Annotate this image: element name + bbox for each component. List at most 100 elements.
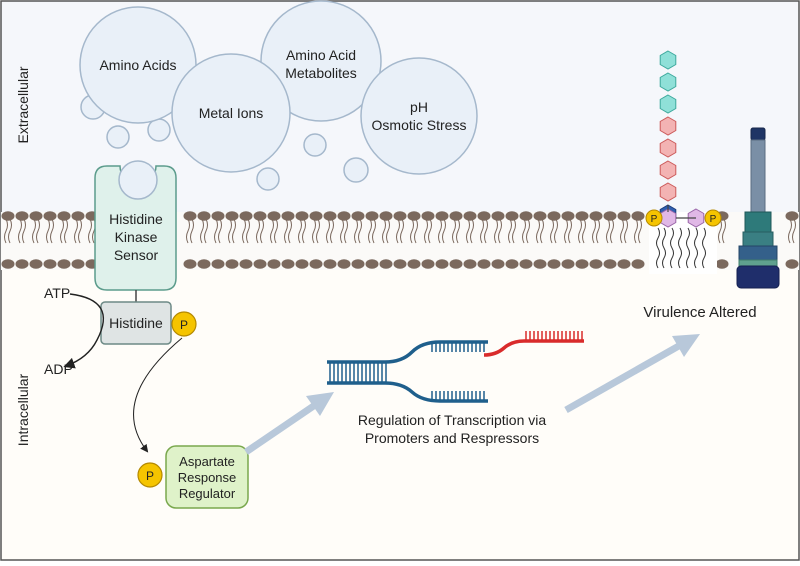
lipid-head: [183, 259, 197, 269]
lipid-head: [631, 211, 645, 221]
phosphate-lps-left: P: [645, 209, 663, 227]
lipid-tail: [340, 218, 344, 244]
lipid-tail: [466, 218, 470, 244]
lipid-tail: [792, 218, 796, 244]
lipid-tail: [592, 218, 596, 244]
lipid-tail: [526, 218, 530, 244]
lipid-tail: [414, 218, 418, 244]
lipid-head: [505, 259, 519, 269]
lipid-head: [519, 259, 533, 269]
lipid-head: [295, 211, 309, 221]
lipid-tail: [246, 218, 250, 244]
atp-label: ATP: [44, 285, 70, 301]
lipid-head: [575, 211, 589, 221]
bubble-amino-acid-metabolites: Amino Acid Metabolites: [260, 0, 382, 122]
lipid-head: [239, 259, 253, 269]
aspartate-response-regulator: Aspartate Response Regulator: [165, 445, 249, 509]
lipid-head: [239, 211, 253, 221]
lipid-head: [281, 259, 295, 269]
bubble-label-metal-ions: Metal Ions: [199, 105, 264, 121]
lipopolysaccharide: P P: [645, 50, 722, 274]
bubble-label-osmotic-stress: Osmotic Stress: [372, 117, 467, 133]
lipid-tail: [74, 218, 78, 244]
phosphate-lps-right: P: [704, 209, 722, 227]
sugar-unit: [659, 160, 677, 180]
lipid-head: [365, 211, 379, 221]
lipid-tail: [18, 218, 22, 244]
lipid-head: [211, 259, 225, 269]
lipid-head: [267, 211, 281, 221]
lipid-tail: [578, 218, 582, 244]
bubble-ph-osmotic: pH Osmotic Stress: [360, 57, 478, 175]
lipid-head: [491, 211, 505, 221]
lipid-tail: [32, 218, 36, 244]
lipid-head: [337, 211, 351, 221]
lipid-head: [225, 211, 239, 221]
lipid-head: [393, 259, 407, 269]
lipid-tail: [88, 218, 92, 244]
lipid-tail: [480, 218, 484, 244]
lipid-head: [281, 211, 295, 221]
lipid-head: [785, 211, 799, 221]
lipid-head: [449, 211, 463, 221]
atp-adp-arrow: [63, 293, 105, 369]
lipid-tail: [312, 218, 316, 244]
lipid-tail: [330, 218, 334, 244]
lipid-head: [57, 211, 71, 221]
lipid-head: [43, 259, 57, 269]
lipid-head: [463, 259, 477, 269]
lipid-tail: [568, 218, 572, 244]
lipid-tail: [428, 218, 432, 244]
lipid-tail: [634, 218, 638, 244]
lipid-tail: [204, 218, 208, 244]
lipid-tail: [8, 218, 12, 244]
lipid-head: [57, 259, 71, 269]
lipid-tail: [718, 218, 722, 244]
lipid-head: [267, 259, 281, 269]
lipid-tail: [582, 218, 586, 244]
lipid-tail: [508, 218, 512, 244]
lipid-tail: [564, 218, 568, 244]
virulence-label: Virulence Altered: [643, 304, 756, 321]
lipid-head: [533, 259, 547, 269]
lps-fatty-acid: [702, 227, 706, 269]
lipid-head: [71, 259, 85, 269]
lipid-tail: [326, 218, 330, 244]
lipid-head: [43, 211, 57, 221]
bubble-label-metabolites: Metabolites: [285, 65, 357, 81]
lipid-head: [351, 259, 365, 269]
secretion-system: [736, 127, 780, 289]
lipid-tail: [316, 218, 320, 244]
lipid-tail: [22, 218, 26, 244]
lipid-tail: [260, 218, 264, 244]
lipid-head: [785, 259, 799, 269]
lipid-tail: [400, 218, 404, 244]
lipid-head: [477, 259, 491, 269]
adp-label: ADP: [44, 361, 73, 377]
lipid-head: [715, 259, 729, 269]
lipid-head: [421, 259, 435, 269]
histidine-kinase-sensor: Histidine Kinase Sensor Histidine: [94, 160, 177, 345]
lipid-head: [309, 211, 323, 221]
lipid-tail: [512, 218, 516, 244]
lipid-tail: [438, 218, 442, 244]
lipid-tail: [550, 218, 554, 244]
lipid-head: [365, 259, 379, 269]
lipid-tail: [452, 218, 456, 244]
lps-fatty-acid: [678, 227, 682, 269]
sensor-label-line2: Kinase: [115, 229, 158, 245]
phosphate-label: P: [710, 214, 717, 225]
lipid-tail: [554, 218, 558, 244]
lipid-head: [225, 259, 239, 269]
lipid-head: [1, 211, 15, 221]
lipid-head: [29, 259, 43, 269]
lipid-tail: [190, 218, 194, 244]
lps-fatty-acid: [686, 227, 690, 269]
bubble-amino-acids: Amino Acids: [79, 6, 197, 124]
lipid-head: [463, 211, 477, 221]
phosphate-regulator: P: [137, 462, 163, 488]
lipid-tail: [442, 218, 446, 244]
lipid-head: [533, 211, 547, 221]
